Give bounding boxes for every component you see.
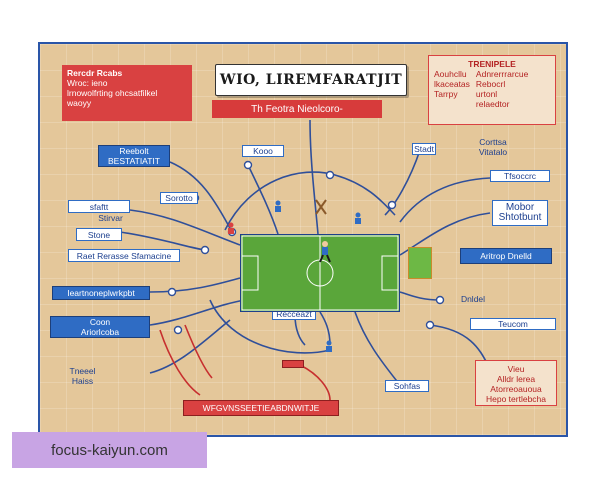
watermark-footer[interactable]: focus-kaiyun.com — [12, 432, 207, 468]
label-coon-line1: Coon — [89, 317, 111, 327]
top-right-panel-line: Aouhcllu — [434, 69, 467, 79]
bottom-right-panel-line: Atorreoauoua — [490, 384, 542, 394]
label-sohfas: Sohfas — [385, 380, 429, 392]
top-left-panel-header: Rercdr Rcabs — [67, 68, 123, 78]
top-left-panel: Rercdr Rcabs Wroc: ieno lrnowolfrting oh… — [62, 65, 192, 121]
top-right-panel-line: relaedtor — [475, 99, 510, 109]
label-sorotto: Sorotto — [160, 192, 198, 204]
top-right-panel-line: Rebocrl — [475, 79, 506, 89]
player-figure-icon — [272, 200, 284, 216]
player-figure-icon — [225, 222, 237, 238]
label-reebolt: Reebolt BESTATIATIT — [98, 145, 170, 167]
label-corttsa-line1: Corttsa — [479, 137, 507, 147]
label-tneed-line1: Tneeel — [69, 366, 96, 376]
label-kooo: Kooo — [242, 145, 284, 157]
label-stadt: Stadt — [412, 143, 436, 155]
diagram-title: WIO, LIREMFARATJIT — [215, 64, 407, 96]
bottom-right-panel: Vieu Alldr lerea Atorreoauoua Hepo tertl… — [475, 360, 557, 406]
label-tneed: Tneeel Haiss — [60, 365, 105, 387]
bottom-right-panel-line: Vieu — [507, 364, 525, 374]
label-reebolt-line2: BESTATIATIT — [108, 156, 160, 166]
top-right-panel-line: urtonl — [475, 89, 498, 99]
top-right-panel-header: TRENIPELE — [468, 59, 516, 69]
label-nerttelkm: Ieartnoneplwrkpbt — [52, 286, 150, 300]
label-aridrop: Aritrop Dnelld — [460, 248, 552, 264]
label-tneed-line2: Haiss — [71, 376, 94, 386]
top-left-panel-line: lrnowolfrting ohcsatfilkel — [67, 88, 158, 98]
label-stirvar: Stirvar — [98, 213, 123, 223]
bottom-banner: WFGVNSSEETIEABDNWITJE — [183, 400, 339, 416]
label-mobor-line2: Shtotbunt — [498, 212, 542, 223]
top-right-panel-line: Adnrerrrarcue — [475, 69, 529, 79]
bottom-right-panel-line: Hepo tertlebcha — [485, 394, 546, 404]
label-tfsoccrc: Tfsoccrc — [490, 170, 550, 182]
label-mobor-line1: Mobor — [505, 202, 535, 213]
pitch-player-icon — [318, 240, 332, 264]
label-stone: Stone — [76, 228, 122, 241]
top-left-panel-line: Wroc: ieno — [67, 78, 108, 88]
top-right-panel: TRENIPELE Aouhcllu lkaceatas Tarrpy Adnr… — [428, 55, 556, 125]
label-corttsa-line2: Vitatalo — [478, 147, 508, 157]
top-left-panel-line: waoyy — [67, 98, 92, 108]
goal-post-icon — [314, 198, 328, 216]
label-raet: Raet Rerasse Sfamacine — [68, 249, 180, 262]
label-teucom: Teucom — [470, 318, 556, 330]
label-corttsa: Corttsa Vitatalo — [460, 137, 526, 157]
top-right-panel-line: lkaceatas — [434, 79, 470, 89]
bottom-right-panel-line: Alldr lerea — [496, 374, 536, 384]
player-figure-icon — [323, 340, 335, 356]
mini-pitch-icon — [408, 247, 432, 279]
label-coon: Coon Ariorlcoba — [50, 316, 150, 338]
red-marker — [282, 360, 304, 368]
top-right-panel-line: Tarrpy — [434, 89, 458, 99]
player-figure-icon — [352, 212, 364, 228]
label-coon-line2: Ariorlcoba — [80, 327, 120, 337]
label-mobor: Mobor Shtotbunt — [492, 200, 548, 226]
label-reebolt-line1: Reebolt — [119, 146, 149, 156]
label-dnldel: Dnldel — [460, 294, 486, 304]
diagram-subtitle: Th Feotra Nieolcoro- — [212, 100, 382, 118]
label-sfafthl: sfaftt — [68, 200, 130, 213]
